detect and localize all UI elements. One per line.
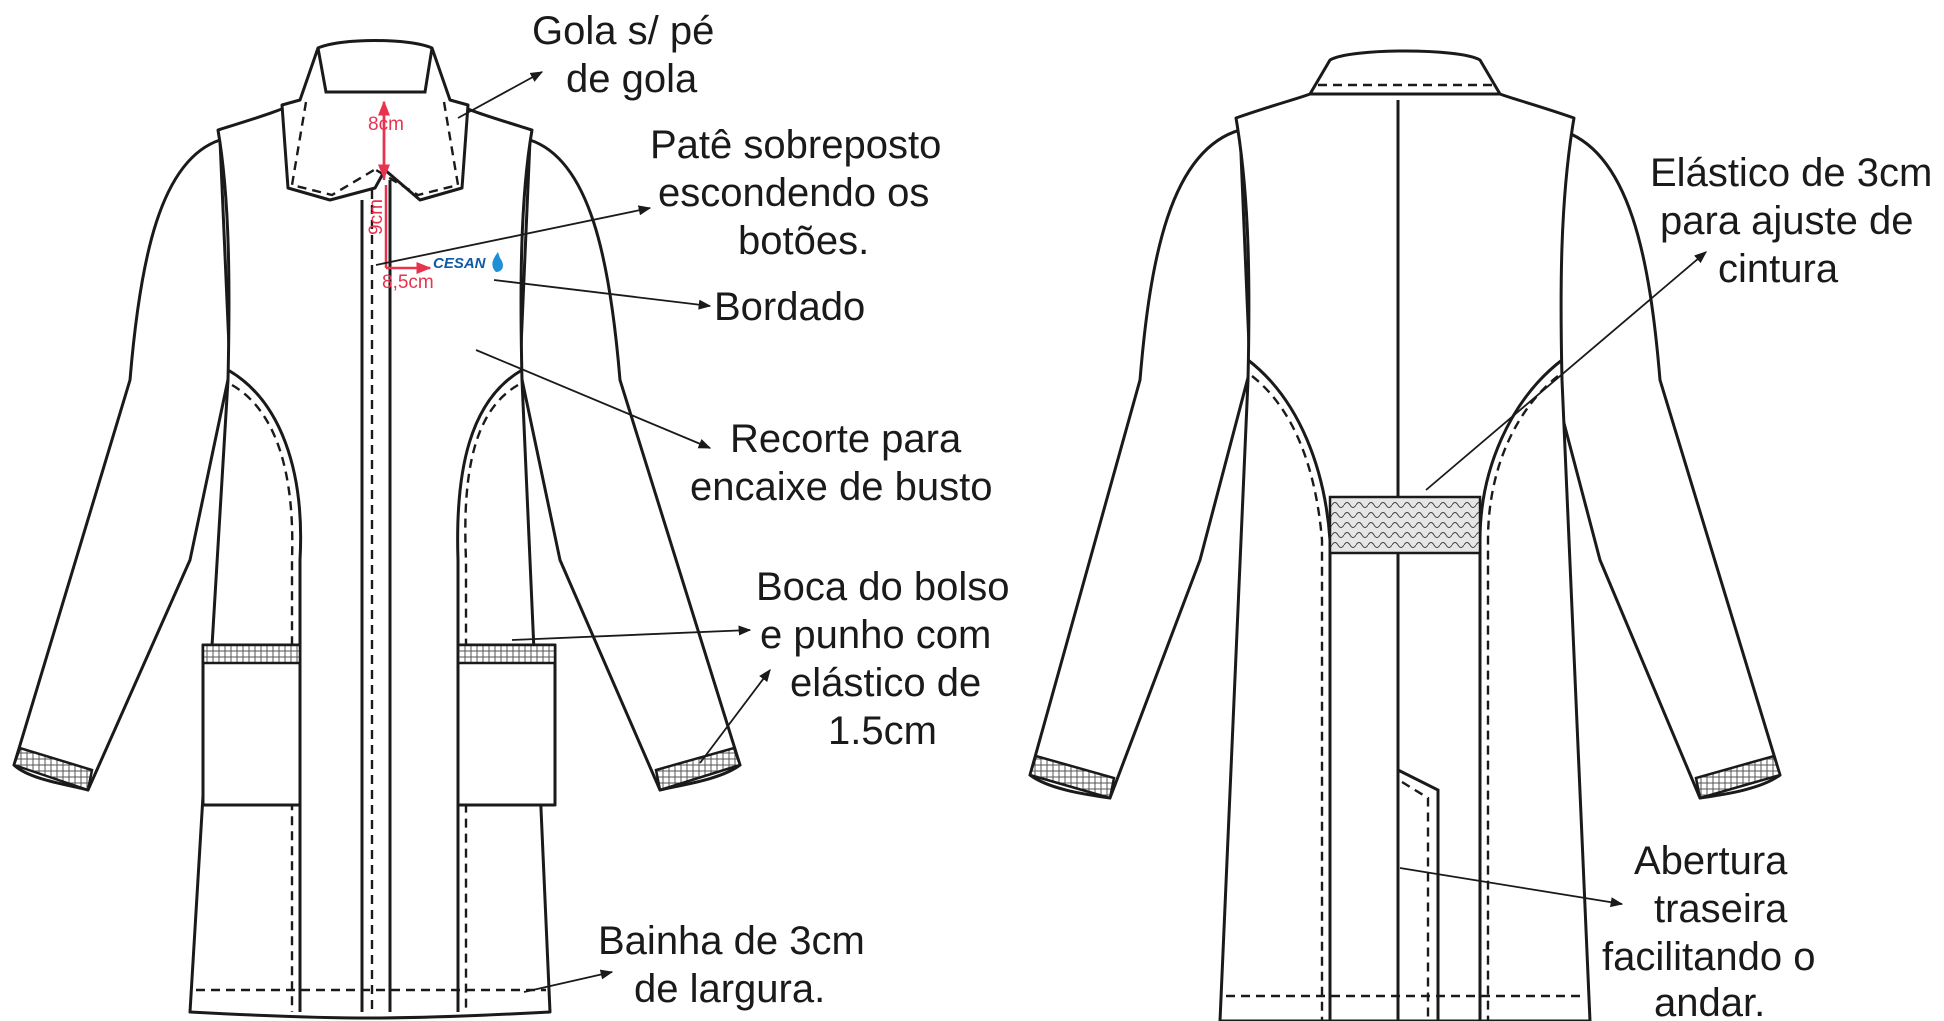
svg-text:Elástico de 3cm: Elástico de 3cm bbox=[1650, 151, 1932, 195]
back-left-sleeve bbox=[1028, 128, 1252, 800]
svg-text:Gola s/ pé: Gola s/ pé bbox=[532, 9, 714, 53]
svg-text:Bordado: Bordado bbox=[714, 285, 865, 329]
svg-text:Boca do bolso: Boca do bolso bbox=[756, 565, 1010, 609]
front-body bbox=[188, 98, 552, 1020]
logo-text: CESAN bbox=[433, 255, 487, 272]
bust-seam-annotation: Recorte para encaixe de busto bbox=[690, 417, 992, 509]
svg-text:de largura.: de largura. bbox=[634, 967, 825, 1011]
logo-drop-label: 9cm bbox=[366, 199, 387, 235]
front-right-pocket bbox=[456, 643, 557, 807]
front-left-sleeve bbox=[12, 138, 232, 792]
back-right-cuff bbox=[1694, 754, 1782, 800]
svg-text:para ajuste de: para ajuste de bbox=[1660, 199, 1914, 243]
cesan-logo: CESAN bbox=[433, 252, 503, 272]
svg-text:Recorte para: Recorte para bbox=[730, 417, 962, 461]
svg-text:elástico de: elástico de bbox=[790, 661, 981, 705]
svg-text:e punho com: e punho com bbox=[760, 613, 991, 657]
back-view bbox=[1028, 49, 1782, 1021]
svg-text:Abertura: Abertura bbox=[1634, 839, 1788, 883]
embroidery-annotation: Bordado bbox=[714, 285, 865, 329]
back-left-cuff bbox=[1028, 754, 1116, 800]
pocket-cuff-annotation: Boca do bolso e punho com elástico de 1.… bbox=[756, 565, 1010, 753]
svg-text:encaixe de busto: encaixe de busto bbox=[690, 465, 992, 509]
logo-offset-dimension: 8,5cm bbox=[382, 262, 434, 293]
svg-text:cintura: cintura bbox=[1718, 247, 1839, 291]
back-vent-annotation: Abertura traseira facilitando o andar. bbox=[1602, 839, 1815, 1021]
hem-annotation: Bainha de 3cm de largura. bbox=[598, 919, 865, 1011]
svg-text:andar.: andar. bbox=[1654, 981, 1765, 1021]
front-left-pocket bbox=[201, 643, 302, 807]
waist-elastic-band bbox=[1328, 495, 1482, 555]
front-collar bbox=[280, 39, 470, 202]
collar-height-label: 8cm bbox=[368, 114, 404, 135]
svg-text:de gola: de gola bbox=[566, 57, 698, 101]
svg-text:1.5cm: 1.5cm bbox=[828, 709, 937, 753]
svg-text:botões.: botões. bbox=[738, 219, 869, 263]
logo-drop-dimension: 9cm bbox=[366, 185, 388, 268]
svg-text:traseira: traseira bbox=[1654, 887, 1788, 931]
svg-text:Bainha de 3cm: Bainha de 3cm bbox=[598, 919, 865, 963]
front-right-cuff bbox=[654, 746, 742, 792]
collar-annotation: Gola s/ pé de gola bbox=[532, 9, 714, 101]
front-left-cuff bbox=[12, 746, 94, 792]
svg-text:Patê sobreposto: Patê sobreposto bbox=[650, 123, 941, 167]
svg-text:facilitando o: facilitando o bbox=[1602, 935, 1815, 979]
placket-annotation: Patê sobreposto escondendo os botões. bbox=[650, 123, 941, 263]
flame-icon bbox=[492, 252, 503, 272]
back-right-sleeve bbox=[1548, 128, 1782, 800]
logo-offset-label: 8,5cm bbox=[382, 272, 434, 293]
waist-elastic-annotation: Elástico de 3cm para ajuste de cintura bbox=[1650, 151, 1932, 291]
front-view bbox=[12, 39, 742, 1020]
collar-height-dimension: 8cm bbox=[368, 100, 404, 180]
svg-text:escondendo os: escondendo os bbox=[658, 171, 929, 215]
